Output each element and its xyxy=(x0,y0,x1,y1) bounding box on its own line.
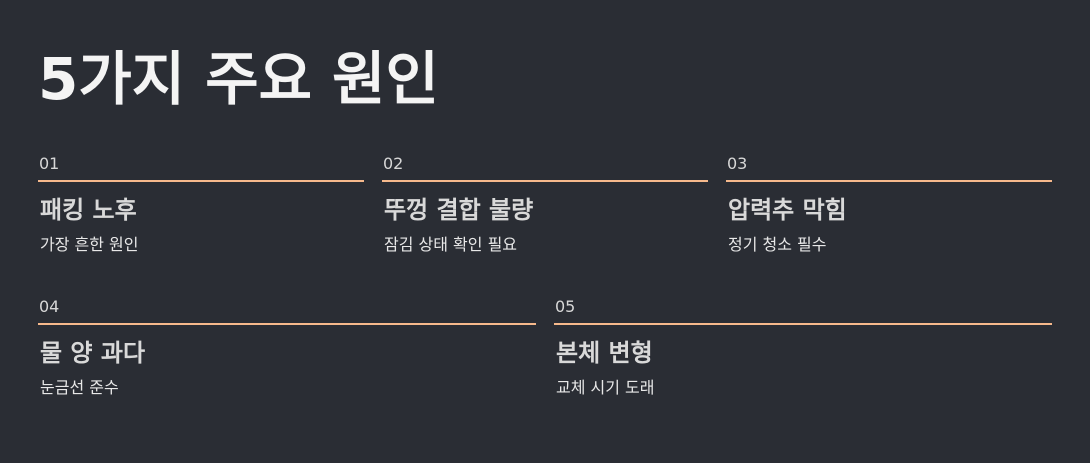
accent-divider xyxy=(554,323,1052,325)
accent-divider xyxy=(38,180,364,182)
cause-card-05: 05 본체 변형 교체 시기 도래 xyxy=(554,297,1052,399)
page-title: 5가지 주요 원인 xyxy=(38,45,439,113)
cause-row-top: 01 패킹 노후 가장 흔한 원인 02 뚜껑 결합 불량 잠김 상태 확인 필… xyxy=(38,154,1052,256)
cause-description: 교체 시기 도래 xyxy=(556,378,655,397)
cause-heading: 물 양 과다 xyxy=(40,339,146,367)
cause-row-bottom: 04 물 양 과다 눈금선 준수 05 본체 변형 교체 시기 도래 xyxy=(38,297,1052,399)
cause-number: 02 xyxy=(383,154,404,173)
cause-number: 03 xyxy=(727,154,748,173)
cause-card-01: 01 패킹 노후 가장 흔한 원인 xyxy=(38,154,364,256)
cause-description: 가장 흔한 원인 xyxy=(40,235,139,254)
accent-divider xyxy=(38,323,536,325)
cause-description: 잠김 상태 확인 필요 xyxy=(384,235,518,254)
accent-divider xyxy=(726,180,1052,182)
cause-number: 01 xyxy=(39,154,60,173)
cause-card-03: 03 압력추 막힘 정기 청소 필수 xyxy=(726,154,1052,256)
cause-card-02: 02 뚜껑 결합 불량 잠김 상태 확인 필요 xyxy=(382,154,708,256)
accent-divider xyxy=(382,180,708,182)
cause-card-04: 04 물 양 과다 눈금선 준수 xyxy=(38,297,536,399)
cause-heading: 압력추 막힘 xyxy=(728,196,847,224)
cause-description: 정기 청소 필수 xyxy=(728,235,827,254)
cause-heading: 본체 변형 xyxy=(556,339,653,367)
cause-number: 04 xyxy=(39,297,60,316)
cause-heading: 패킹 노후 xyxy=(40,196,137,224)
cause-number: 05 xyxy=(555,297,576,316)
cause-heading: 뚜껑 결합 불량 xyxy=(384,196,534,224)
cause-description: 눈금선 준수 xyxy=(40,378,119,397)
